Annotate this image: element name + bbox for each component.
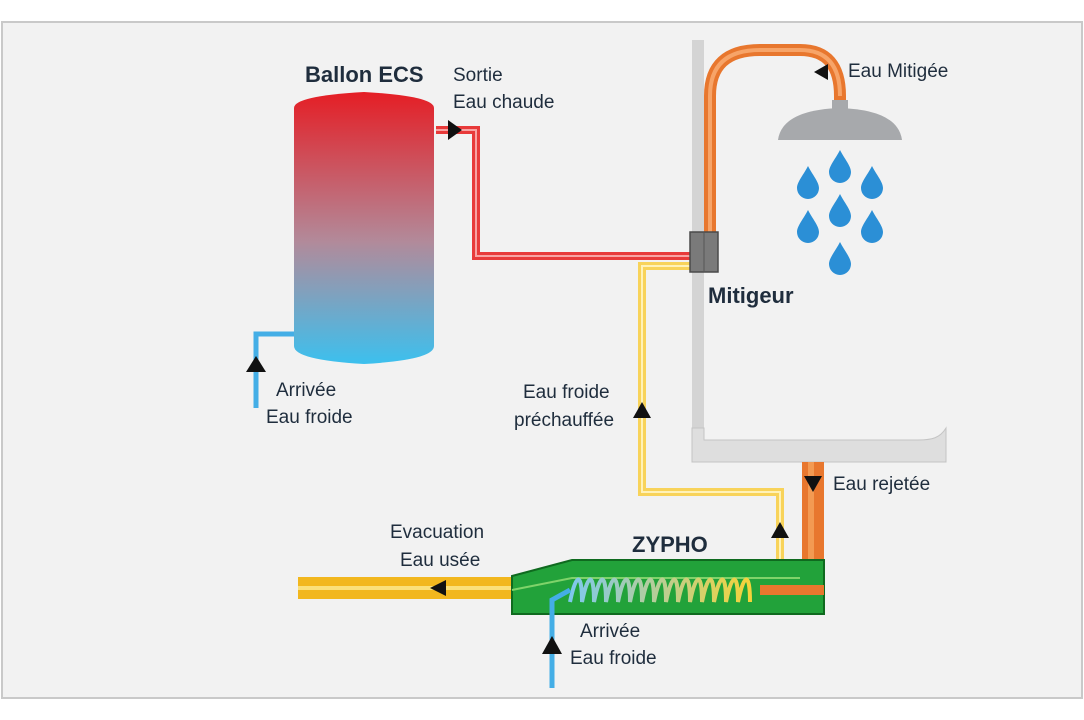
waste-water-pipe — [298, 577, 514, 599]
arrow-hot-outlet-icon — [448, 120, 462, 140]
arrow-waste-icon — [430, 580, 446, 596]
sortie-label-2: Eau chaude — [453, 92, 554, 113]
arrow-coil-out-icon — [771, 522, 789, 538]
eau-froide-prechauffee-label-2: préchauffée — [514, 410, 614, 431]
water-drop-icon — [829, 242, 851, 275]
arrivee-tank-label-2: Eau froide — [266, 407, 353, 428]
arrow-mixed-icon — [814, 64, 828, 80]
evacuation-label-2: Eau usée — [400, 550, 480, 571]
water-drops — [797, 150, 883, 275]
water-drop-icon — [861, 210, 883, 243]
ballon-title: Ballon ECS — [305, 62, 424, 87]
cold-inlet-pipe-zypho — [549, 587, 572, 688]
arrivee-zypho-label: Arrivée — [580, 621, 640, 642]
eau-mitigee-label: Eau Mitigée — [848, 61, 948, 82]
water-drop-icon — [861, 166, 883, 199]
mixer-valve — [689, 231, 719, 273]
arrow-preheated-icon — [633, 402, 651, 418]
flow-arrows — [246, 64, 828, 654]
eau-froide-prechauffee-label: Eau froide — [523, 382, 610, 403]
arrivee-zypho-label-2: Eau froide — [570, 648, 657, 669]
hot-water-tank — [294, 92, 434, 364]
sortie-label: Sortie — [453, 65, 503, 86]
eau-rejetee-label: Eau rejetée — [833, 474, 930, 495]
water-drop-icon — [797, 210, 819, 243]
shower-head-icon — [778, 100, 902, 140]
mixed-water-pipe — [704, 44, 846, 238]
cold-inlet-pipe-tank — [253, 331, 296, 408]
zypho-exchanger — [511, 559, 825, 615]
water-drop-icon — [797, 166, 819, 199]
arrivee-tank-label: Arrivée — [276, 380, 336, 401]
evacuation-label: Evacuation — [390, 522, 484, 543]
zypho-label: ZYPHO — [632, 532, 708, 557]
arrow-rejected-icon — [804, 476, 822, 492]
heat-exchanger-coil — [568, 577, 752, 603]
arrow-tank-inlet-icon — [246, 356, 266, 372]
arrow-zypho-inlet-icon — [542, 636, 562, 654]
water-drop-icon — [829, 150, 851, 183]
water-drop-icon — [829, 194, 851, 227]
mitigeur-label: Mitigeur — [708, 283, 794, 308]
